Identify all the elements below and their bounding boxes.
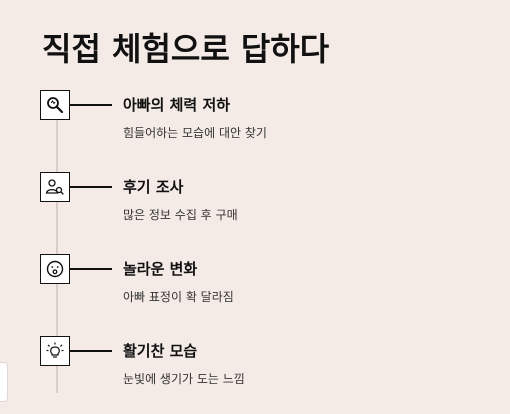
timeline-step-4: 활기찬 모습 눈빛에 생기가 도는 느낌: [40, 336, 500, 406]
step-title: 아빠의 체력 저하: [123, 96, 231, 114]
step-title: 후기 조사: [123, 178, 184, 196]
lightbulb-icon: [40, 336, 70, 366]
step-connector: [70, 350, 112, 352]
step-title: 놀라운 변화: [123, 260, 198, 278]
timeline-step-3: 놀라운 변화 아빠 표정이 확 달라짐: [40, 254, 500, 324]
surprised-face-icon: [40, 254, 70, 284]
step-description: 아빠 표정이 확 달라짐: [123, 290, 234, 304]
page-title: 직접 체험으로 답하다: [42, 30, 330, 68]
step-description: 눈빛에 생기가 도는 느낌: [123, 372, 245, 386]
step-description: 많은 정보 수집 후 구매: [123, 208, 238, 222]
step-connector: [70, 104, 112, 106]
step-title: 활기찬 모습: [123, 342, 198, 360]
step-connector: [70, 268, 112, 270]
timeline-step-1: 아빠의 체력 저하 힘들어하는 모습에 대안 찾기: [40, 90, 500, 160]
step-description: 힘들어하는 모습에 대안 찾기: [123, 126, 267, 140]
user-search-icon: [40, 172, 70, 202]
side-panel-tab[interactable]: [0, 362, 8, 402]
timeline-step-2: 후기 조사 많은 정보 수집 후 구매: [40, 172, 500, 242]
magnifier-icon: [40, 90, 70, 120]
step-connector: [70, 186, 112, 188]
